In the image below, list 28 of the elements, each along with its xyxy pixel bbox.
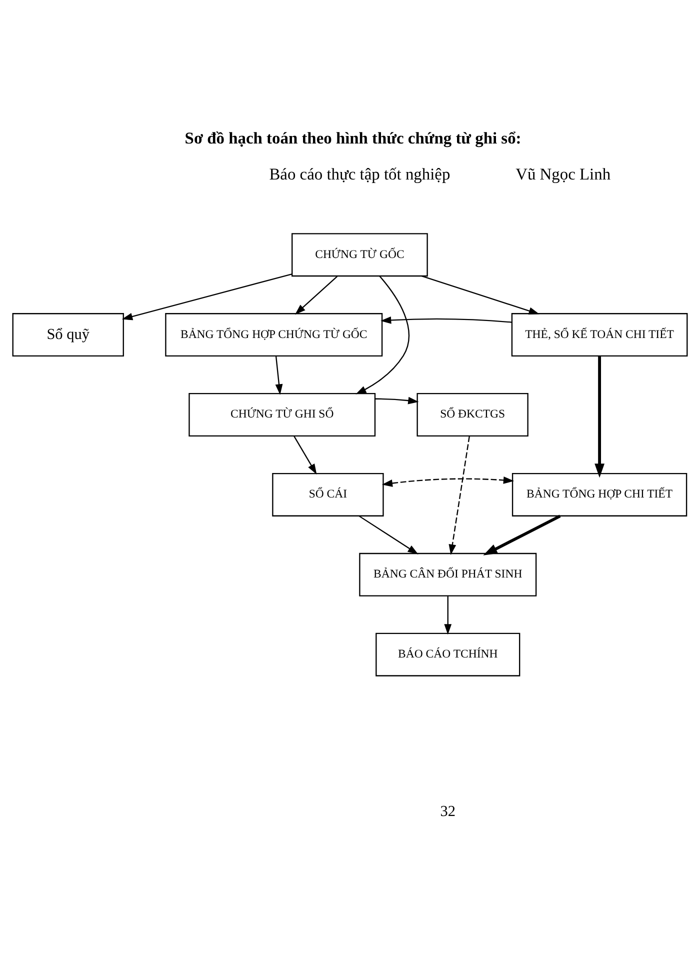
arrow [294,276,338,315]
arrow [448,436,470,556]
arrow [358,516,418,554]
node-box: CHỨNG TỪ GHI SỔ [188,393,376,436]
arrow [122,273,292,320]
node-box: Sổ quỹ [12,313,124,357]
arrow [275,356,283,395]
arrow [294,436,317,475]
arrow [594,356,604,478]
arrow [483,514,561,556]
arrow [380,316,512,324]
node-box: BẢNG TỔNG HỢP CHỨNG TỪ GỐC [165,313,383,357]
node-box: BẢNG CÂN ĐỐI PHÁT SINH [359,552,537,596]
label: 32 [440,803,456,820]
diagram-title: Sơ đồ hạch toán theo hình thức chứng từ ghi sổ: [184,128,522,148]
node-box: THẺ, SỔ KẾ TOÁN CHI TIẾT [511,313,688,357]
arrow [382,476,514,487]
node-box: SỔ CÁI [272,472,384,516]
arrow [356,276,410,394]
arrow [375,396,419,404]
node-box: BÁO CÁO TCHÍNH [376,632,520,676]
arrow [422,276,540,314]
node-box: CHỨNG TỪ GỐC [292,233,428,277]
arrow [444,596,452,635]
label: Báo cáo thực tập tốt nghiệp [269,164,450,184]
label: Vũ Ngọc Linh [516,164,611,184]
node-box: SỔ ĐKCTGS [416,393,528,436]
node-box: BẢNG TỔNG HỢP CHI TIẾT [512,472,688,516]
